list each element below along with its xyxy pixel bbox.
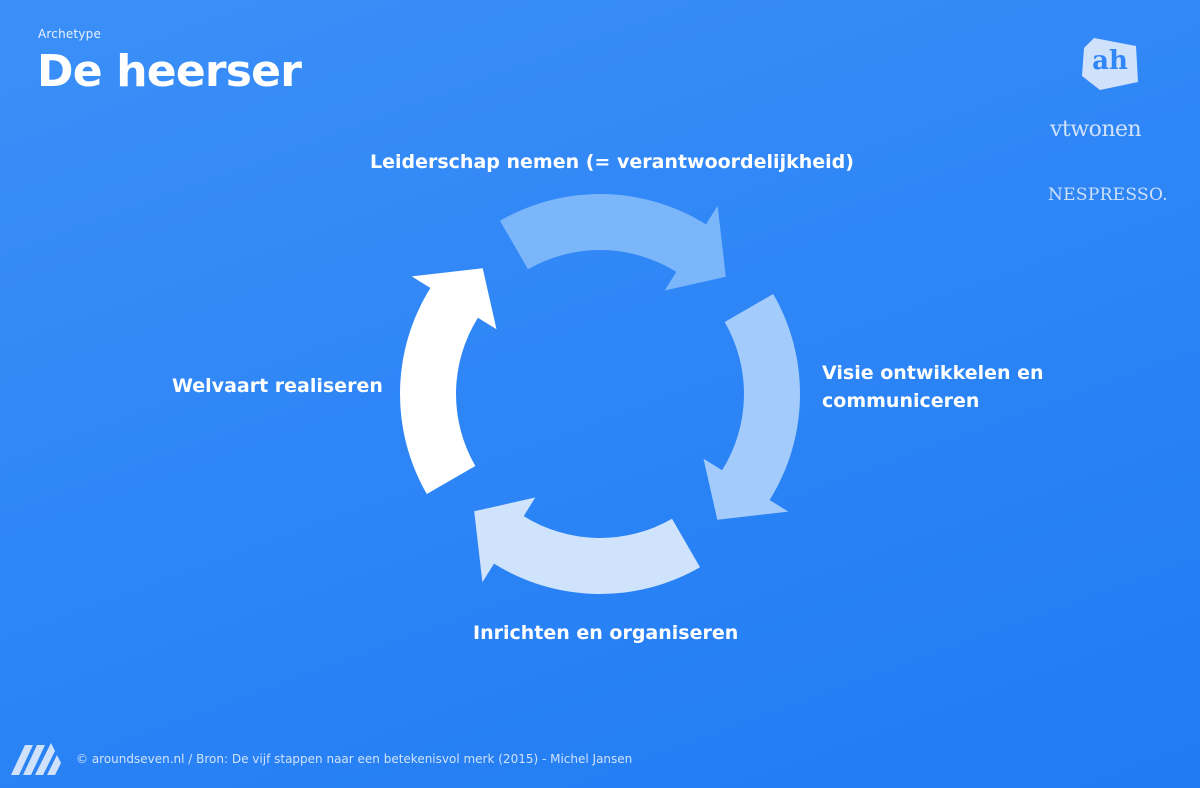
footer-credit: © aroundseven.nl / Bron: De vijf stappen… — [76, 752, 633, 766]
cycle-arrow-organising — [474, 497, 700, 594]
cycle-arrow-prosperity — [400, 268, 497, 494]
albert-heijn-logo-text: ah — [1092, 46, 1128, 76]
nespresso-logo: NESPRESSO. — [1048, 185, 1168, 205]
aroundseven-logo-icon — [11, 743, 61, 775]
cycle-arrow-leadership — [500, 194, 726, 291]
vtwonen-logo: vtwonen — [1050, 117, 1142, 142]
albert-heijn-logo-shape — [1082, 38, 1138, 90]
albert-heijn-logo: ah — [1080, 36, 1140, 92]
step-label-leadership: Leiderschap nemen (= verantwoordelijkhei… — [370, 151, 854, 173]
eyebrow-label: Archetype — [38, 27, 102, 41]
step-label-prosperity: Welvaart realiseren — [172, 375, 383, 397]
page-title: De heerser — [37, 46, 302, 97]
step-label-vision: Visie ontwikkelen en communiceren — [822, 362, 1044, 412]
cycle-arrow-vision — [703, 294, 800, 520]
step-label-organising: Inrichten en organiseren — [473, 622, 739, 644]
